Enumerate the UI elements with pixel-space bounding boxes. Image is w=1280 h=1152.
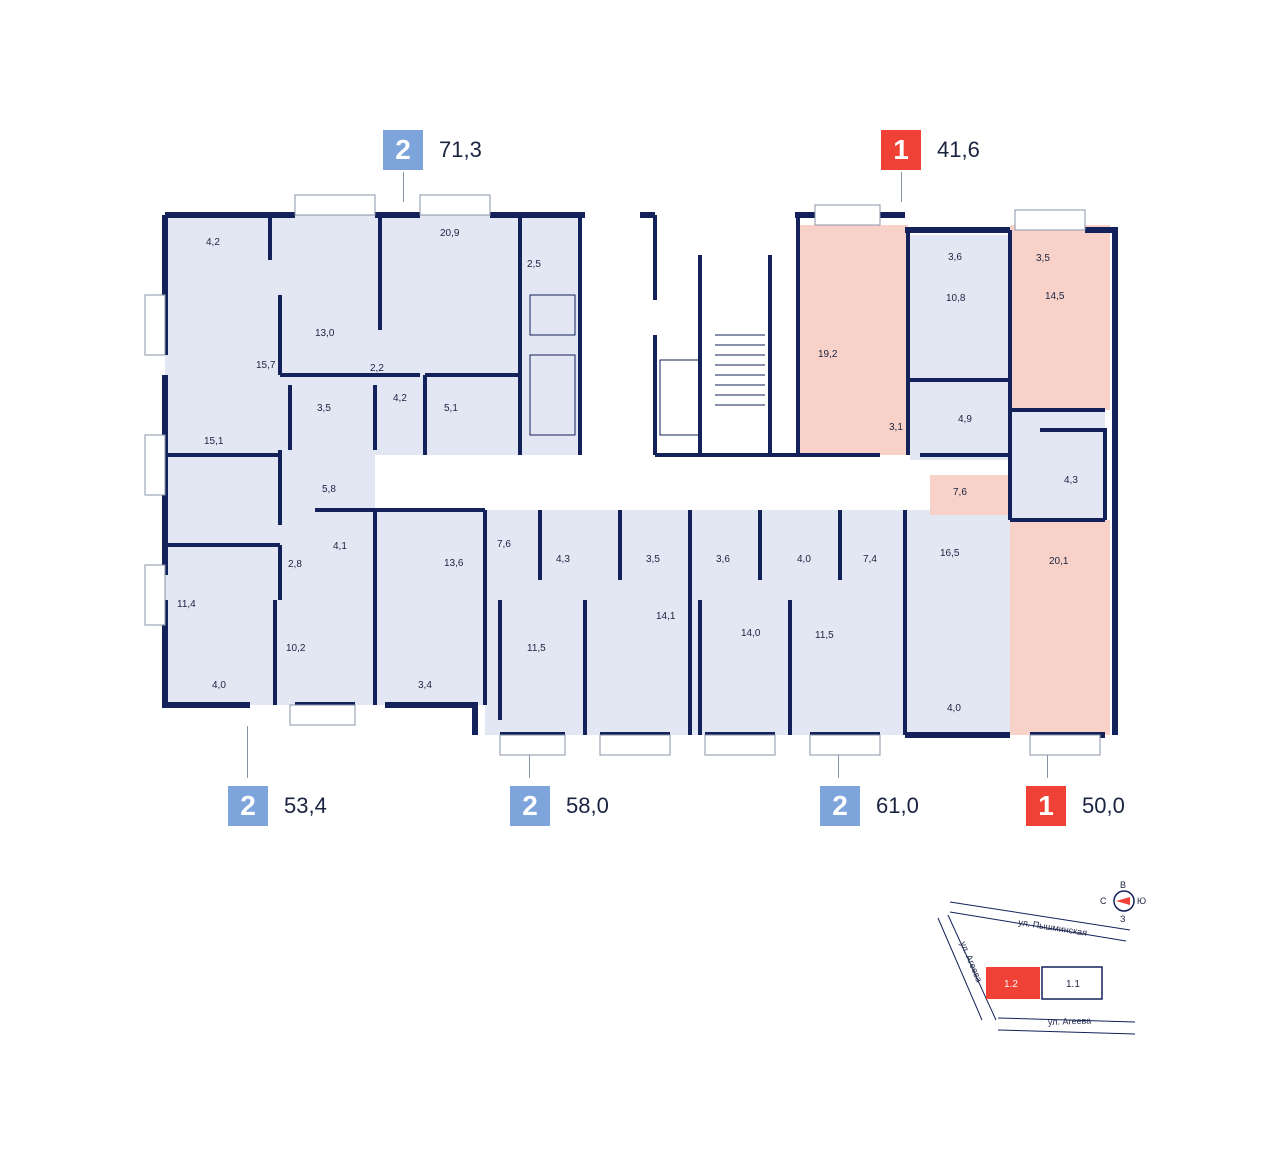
room-area-label: 3,5 bbox=[317, 403, 331, 414]
leader-line bbox=[529, 754, 530, 778]
apartment-area-13-6 bbox=[375, 510, 485, 705]
staircase bbox=[529, 294, 765, 436]
room-count-badge: 2 bbox=[228, 786, 268, 826]
room-area-label: 10,8 bbox=[946, 293, 966, 304]
room-area-label: 4,3 bbox=[1064, 475, 1078, 486]
room-count-badge: 2 bbox=[510, 786, 550, 826]
unit-area: 71,3 bbox=[439, 137, 482, 162]
room-area-label: 11,5 bbox=[815, 630, 834, 641]
windows bbox=[144, 194, 1101, 756]
room-count-badge: 1 bbox=[881, 130, 921, 170]
room-area-label: 13,6 bbox=[444, 558, 464, 569]
inner-wall bbox=[165, 215, 1107, 735]
room-area-label: 11,4 bbox=[177, 599, 196, 610]
apartment-area-50-0 bbox=[930, 475, 1010, 515]
unit-tag[interactable]: 2 61,0 bbox=[820, 786, 919, 826]
corridor bbox=[380, 455, 910, 510]
street-label-left: ул. Агеева bbox=[958, 940, 984, 984]
leader-line bbox=[247, 726, 248, 778]
room-area-label: 4,0 bbox=[797, 554, 811, 565]
compass: В С Ю З bbox=[1100, 880, 1146, 924]
unit-tag[interactable]: 2 53,4 bbox=[228, 786, 327, 826]
room-area-label: 11,5 bbox=[527, 643, 546, 654]
unit-tag[interactable]: 2 71,3 bbox=[383, 130, 482, 170]
room-area-label: 10,2 bbox=[286, 643, 306, 654]
leader-line bbox=[403, 172, 404, 202]
apartment-area-41-6 bbox=[798, 225, 908, 455]
room-area-label: 4,2 bbox=[206, 237, 220, 248]
room-count-badge: 2 bbox=[820, 786, 860, 826]
unit-area: 41,6 bbox=[937, 137, 980, 162]
room-area-label: 3,4 bbox=[418, 680, 432, 691]
unit-area: 58,0 bbox=[566, 793, 609, 818]
room-area-label: 16,5 bbox=[940, 548, 960, 559]
room-area-label: 2,5 bbox=[527, 259, 541, 270]
unit-area: 61,0 bbox=[876, 793, 919, 818]
room-area-label: 7,6 bbox=[497, 539, 511, 550]
compass-south: З bbox=[1120, 914, 1125, 924]
unit-tag[interactable]: 2 58,0 bbox=[510, 786, 609, 826]
room-area-label: 20,9 bbox=[440, 228, 460, 239]
room-area-label: 4,2 bbox=[393, 393, 407, 404]
room-area-label: 4,1 bbox=[333, 541, 347, 552]
building-other[interactable]: 1.1 bbox=[1041, 966, 1103, 1000]
compass-north: В bbox=[1120, 880, 1126, 890]
apartment-fills bbox=[165, 215, 1110, 735]
room-area-label: 19,2 bbox=[818, 349, 838, 360]
leader-line bbox=[901, 172, 902, 202]
street-label-top: ул. Пышминская bbox=[1018, 917, 1088, 938]
room-area-label: 14,1 bbox=[656, 611, 676, 622]
room-area-label: 5,8 bbox=[322, 484, 336, 495]
room-area-label: 7,6 bbox=[953, 487, 967, 498]
room-area-label: 3,5 bbox=[1036, 253, 1050, 264]
room-area-label: 2,2 bbox=[370, 363, 384, 374]
street-label-bottom: ул. Агеева bbox=[1048, 1015, 1092, 1027]
apartment-area-53-4 bbox=[165, 455, 375, 705]
room-count-badge: 2 bbox=[383, 130, 423, 170]
room-area-label: 7,4 bbox=[863, 554, 877, 565]
apartment-area-71-3 bbox=[165, 215, 580, 455]
room-area-label: 13,0 bbox=[315, 328, 335, 339]
apartment-area-50-0 bbox=[1010, 520, 1110, 735]
apartment-area-16-5 bbox=[905, 510, 1010, 735]
room-area-label: 3,5 bbox=[646, 554, 660, 565]
room-area-label: 4,9 bbox=[958, 414, 972, 425]
room-area-label: 15,7 bbox=[256, 360, 276, 371]
room-area-label: 5,1 bbox=[444, 403, 458, 414]
apartment-area-50-0 bbox=[1010, 225, 1110, 410]
apartment-area-61-0 bbox=[690, 510, 905, 735]
room-area-label: 14,0 bbox=[741, 628, 761, 639]
unit-area: 50,0 bbox=[1082, 793, 1125, 818]
room-area-label: 3,6 bbox=[948, 252, 962, 263]
room-labels: 4,2 13,0 20,9 2,5 15,7 2,2 4,2 3,5 5,1 1… bbox=[177, 228, 1078, 714]
unit-area: 53,4 bbox=[284, 793, 327, 818]
room-area-label: 4,3 bbox=[556, 554, 570, 565]
room-area-label: 3,1 bbox=[889, 422, 903, 433]
building-label-current: 1.2 bbox=[1004, 979, 1018, 990]
room-area-label: 4,0 bbox=[947, 703, 961, 714]
apartment-area-58-0 bbox=[485, 510, 690, 735]
streets bbox=[937, 901, 1136, 1035]
unit-tag[interactable]: 1 50,0 bbox=[1026, 786, 1125, 826]
unit-tag[interactable]: 1 41,6 bbox=[881, 130, 980, 170]
room-count-badge: 1 bbox=[1026, 786, 1066, 826]
leader-line bbox=[838, 754, 839, 778]
room-area-label: 2,8 bbox=[288, 559, 302, 570]
compass-east: Ю bbox=[1137, 896, 1146, 906]
leader-line bbox=[1047, 754, 1048, 778]
room-area-label: 20,1 bbox=[1049, 556, 1069, 567]
room-area-label: 14,5 bbox=[1045, 291, 1065, 302]
room-area-label: 4,0 bbox=[212, 680, 226, 691]
room-area-label: 3,6 bbox=[716, 554, 730, 565]
building-label-other: 1.1 bbox=[1066, 979, 1080, 990]
room-area-label: 15,1 bbox=[204, 436, 224, 447]
compass-west: С bbox=[1100, 896, 1107, 906]
apartment-area-41-6 bbox=[908, 235, 1008, 460]
building-current[interactable]: 1.2 bbox=[986, 967, 1040, 999]
